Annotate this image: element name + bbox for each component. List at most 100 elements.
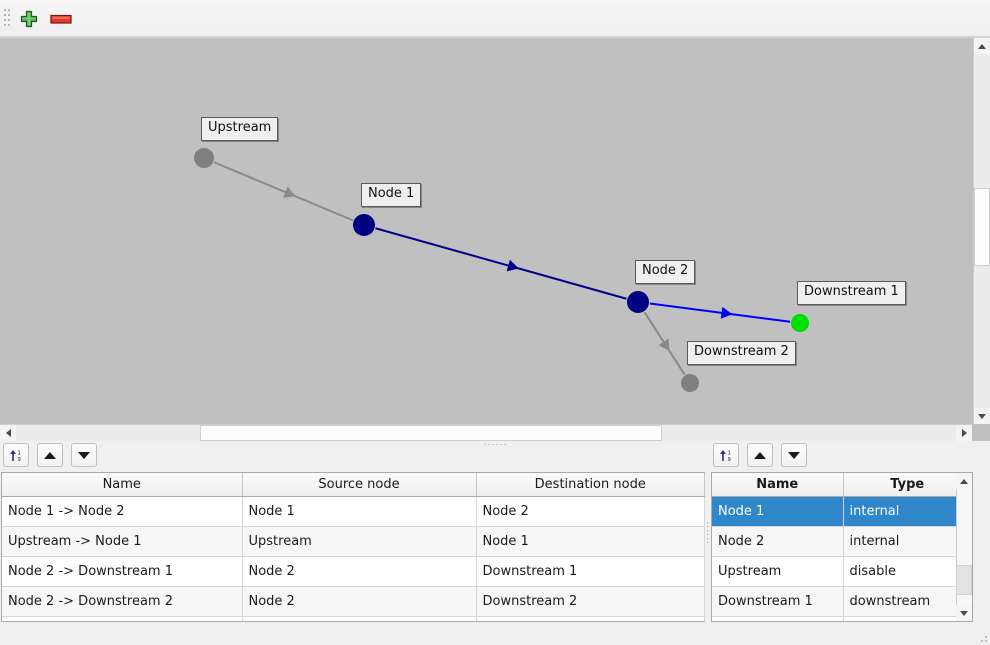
node-column-header[interactable]: Type (843, 473, 972, 497)
scroll-down-button[interactable] (974, 408, 990, 424)
minus-icon (50, 14, 72, 24)
node-cell-empty (843, 616, 972, 621)
plus-icon (20, 10, 38, 28)
toolbar-drag-handle[interactable] (4, 9, 10, 29)
status-bar (0, 623, 990, 645)
scrollbar-thumb[interactable] (974, 188, 990, 266)
graph-edge-node2-downstream1[interactable] (649, 302, 791, 323)
node-move-down-button[interactable] (781, 443, 807, 467)
node-cell-empty (712, 616, 844, 621)
node-label-downstream1[interactable]: Downstream 1 (797, 281, 906, 305)
sort-arrow-icon: 1 9 (9, 449, 20, 463)
graph-node-node2[interactable] (627, 291, 649, 313)
splitter-grip (707, 522, 708, 543)
chevron-down-icon (960, 610, 968, 616)
scroll-up-button[interactable] (956, 473, 972, 489)
scroll-left-button[interactable] (0, 425, 16, 441)
triangle-down-icon (788, 451, 800, 459)
node-label-node1[interactable]: Node 1 (361, 183, 422, 207)
graph-edge-upstream-node1[interactable] (213, 161, 354, 222)
node-cell: downstream (843, 586, 972, 617)
edge-move-down-button[interactable] (71, 443, 97, 467)
node-move-up-button[interactable] (747, 443, 773, 467)
edge-cell: Node 2 -> Downstream 1 (2, 556, 243, 587)
edge-cell: Downstream 1 (476, 556, 705, 587)
scroll-right-button[interactable] (956, 425, 972, 441)
graph-node-downstream2[interactable] (681, 374, 699, 392)
node-cell: internal (843, 496, 972, 527)
edge-column-header[interactable]: Name (2, 473, 243, 497)
edge-cell: Upstream -> Node 1 (2, 526, 243, 557)
edge-column-header[interactable]: Destination node (476, 473, 705, 497)
resize-grip[interactable] (979, 634, 987, 642)
canvas-horizontal-scrollbar[interactable] (0, 424, 972, 441)
edge-move-up-button[interactable] (37, 443, 63, 467)
edge-cell: Node 2 (476, 496, 705, 527)
edge-cell: Upstream (242, 526, 477, 557)
node-label-node2[interactable]: Node 2 (635, 260, 696, 284)
graph-edge-node1-node2[interactable] (375, 227, 627, 300)
edge-cell: Node 2 (242, 556, 477, 587)
vertical-splitter[interactable] (705, 472, 711, 622)
horizontal-splitter[interactable] (0, 441, 990, 449)
graph-node-downstream1[interactable] (791, 314, 809, 332)
node-column-header[interactable]: Name (712, 473, 844, 497)
node-label-downstream2[interactable]: Downstream 2 (687, 341, 796, 365)
graph-edges (194, 148, 809, 392)
chevron-right-icon (961, 429, 967, 437)
node-label-upstream[interactable]: Upstream (201, 117, 279, 141)
graph-node-node1[interactable] (353, 214, 375, 236)
chevron-down-icon (978, 413, 986, 419)
edge-arrowhead-upstream-node1 (283, 186, 296, 198)
scrollbar-thumb[interactable] (956, 565, 972, 595)
triangle-up-icon (754, 451, 766, 459)
canvas-vertical-scrollbar[interactable] (973, 38, 990, 424)
node-cell: Node 2 (712, 526, 844, 557)
node-cell: Downstream 1 (712, 586, 844, 617)
scrollbar-thumb[interactable] (200, 425, 662, 441)
edge-cell: Node 1 -> Node 2 (2, 496, 243, 527)
scroll-up-button[interactable] (974, 38, 990, 54)
triangle-up-icon (44, 451, 56, 459)
add-button[interactable] (16, 6, 42, 32)
node-table-scrollbar[interactable] (956, 473, 972, 621)
scroll-down-button[interactable] (956, 605, 972, 621)
edge-cell: Node 1 (242, 496, 477, 527)
splitter-grip (484, 444, 506, 445)
node-sort-button[interactable]: 1 9 (713, 443, 739, 467)
svg-text:9: 9 (727, 457, 730, 463)
edge-cell: Node 2 (242, 586, 477, 617)
triangle-down-icon (78, 451, 90, 459)
chevron-up-icon (960, 478, 968, 484)
node-cell: disable (843, 556, 972, 587)
delete-button[interactable] (48, 6, 74, 32)
node-cell: Upstream (712, 556, 844, 587)
node-cell: internal (843, 526, 972, 557)
graph-node-upstream[interactable] (194, 148, 214, 168)
edge-arrowhead-node1-node2 (506, 259, 519, 272)
edge-cell: Downstream 2 (476, 586, 705, 617)
main-toolbar (0, 0, 990, 37)
edge-cell-empty (242, 616, 477, 621)
edge-sort-button[interactable]: 1 9 (3, 443, 29, 467)
table-row-empty[interactable] (2, 616, 705, 621)
table-row-empty[interactable] (712, 616, 972, 621)
edge-column-header[interactable]: Source node (242, 473, 477, 497)
